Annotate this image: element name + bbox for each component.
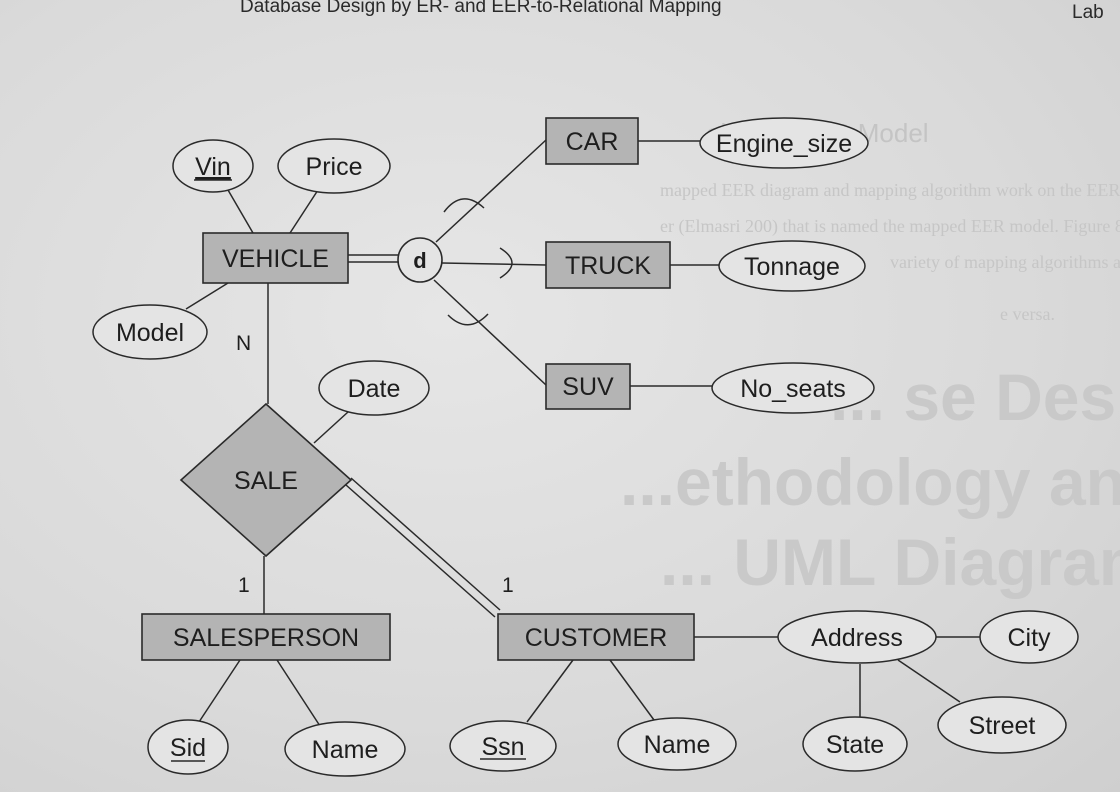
- attribute-sid[interactable]: Sid: [147, 719, 229, 775]
- cardinality-salesperson-sale: 1: [238, 574, 250, 597]
- line-price-vehicle: [289, 189, 319, 234]
- attribute-state[interactable]: State: [802, 716, 908, 772]
- attribute-price[interactable]: Price: [277, 138, 391, 194]
- attribute-city-label: City: [1007, 624, 1051, 652]
- attribute-vin[interactable]: Vin: [172, 139, 254, 193]
- bg-paragraph-line-3: variety of mapping algorithms and their …: [890, 252, 1120, 272]
- page-header-right: Lab: [1072, 2, 1104, 23]
- connector-lines: [185, 139, 980, 729]
- specialization-disjoint-circle[interactable]: d: [397, 237, 443, 283]
- entity-suv-label: SUV: [562, 373, 614, 401]
- attribute-model[interactable]: Model: [92, 304, 208, 360]
- line-d-car: [435, 139, 547, 243]
- entity-truck[interactable]: TRUCK: [545, 241, 671, 289]
- line-sale-customer-a: [350, 477, 501, 611]
- page-header: Database Design by ER- and EER-to-Relati…: [240, 0, 722, 17]
- attribute-state-label: State: [826, 731, 884, 759]
- line-salesperson-name: [276, 659, 321, 727]
- subset-car: [443, 198, 485, 213]
- entity-salesperson[interactable]: SALESPERSON: [141, 613, 391, 661]
- attribute-address[interactable]: Address: [777, 610, 937, 664]
- attribute-no-seats[interactable]: No_seats: [711, 362, 875, 414]
- line-d-truck: [441, 262, 547, 266]
- attribute-engine-size[interactable]: Engine_size: [699, 117, 869, 169]
- attribute-tonnage[interactable]: Tonnage: [718, 240, 866, 292]
- bg-paragraph-line-2: er (Elmasri 200) that is named the mappe…: [660, 216, 1120, 237]
- relationship-sale-label: SALE: [234, 467, 298, 495]
- attribute-address-label: Address: [811, 624, 903, 652]
- subset-suv: [447, 313, 489, 326]
- line-vin-vehicle: [227, 189, 254, 234]
- attribute-engine-size-label: Engine_size: [716, 130, 852, 158]
- attribute-customer-name-label: Name: [644, 731, 711, 759]
- bg-big-line-2: ...ethodology and Us: [620, 445, 1120, 519]
- entity-suv[interactable]: SUV: [545, 363, 631, 410]
- cardinality-vehicle-sale: N: [236, 332, 251, 355]
- attribute-vin-label: Vin: [195, 153, 231, 181]
- attribute-customer-name[interactable]: Name: [617, 717, 737, 771]
- entity-vehicle-label: VEHICLE: [222, 245, 329, 273]
- disjoint-label: d: [413, 248, 426, 273]
- entity-salesperson-label: SALESPERSON: [173, 624, 359, 652]
- attribute-tonnage-label: Tonnage: [744, 253, 840, 281]
- line-customer-name: [609, 659, 655, 721]
- background-page-text: elected EER Model mapped EER diagram and…: [620, 118, 1120, 599]
- attribute-salesperson-name[interactable]: Name: [284, 721, 406, 777]
- entity-customer[interactable]: CUSTOMER: [497, 613, 695, 661]
- attribute-salesperson-name-label: Name: [312, 736, 379, 764]
- attribute-street[interactable]: Street: [937, 696, 1067, 754]
- subset-symbols: [443, 198, 513, 326]
- bg-big-line-3: ... UML Diagram: [660, 525, 1120, 599]
- attribute-sid-label: Sid: [170, 734, 206, 762]
- attribute-ssn[interactable]: Ssn: [449, 720, 557, 772]
- line-address-street: [897, 659, 961, 703]
- cardinality-customer-sale: 1: [502, 574, 514, 597]
- attribute-ssn-label: Ssn: [481, 733, 524, 761]
- entity-vehicle[interactable]: VEHICLE: [202, 232, 349, 284]
- line-sale-customer-b: [345, 484, 496, 618]
- entity-truck-label: TRUCK: [565, 252, 651, 280]
- attribute-price-label: Price: [306, 153, 363, 181]
- line-d-suv: [433, 279, 547, 386]
- relationship-sale[interactable]: SALE: [179, 402, 353, 558]
- subset-truck: [499, 247, 513, 279]
- line-customer-ssn: [526, 659, 574, 723]
- line-salesperson-sid: [194, 659, 241, 729]
- attribute-street-label: Street: [969, 712, 1036, 740]
- attribute-date-label: Date: [348, 375, 401, 403]
- entity-car-label: CAR: [566, 128, 619, 156]
- attribute-city[interactable]: City: [979, 610, 1079, 664]
- bg-paragraph-line-4: e versa.: [1000, 304, 1055, 324]
- attribute-date[interactable]: Date: [318, 360, 430, 416]
- attribute-no-seats-label: No_seats: [740, 375, 846, 403]
- line-date-sale: [313, 411, 349, 444]
- entity-car[interactable]: CAR: [545, 117, 639, 165]
- bg-big-line-1: ... se Desig: [830, 360, 1120, 434]
- entity-customer-label: CUSTOMER: [525, 624, 668, 652]
- bg-paragraph-line-1: mapped EER diagram and mapping algorithm…: [660, 180, 1120, 200]
- attribute-model-label: Model: [116, 319, 184, 347]
- line-model-vehicle: [185, 282, 229, 310]
